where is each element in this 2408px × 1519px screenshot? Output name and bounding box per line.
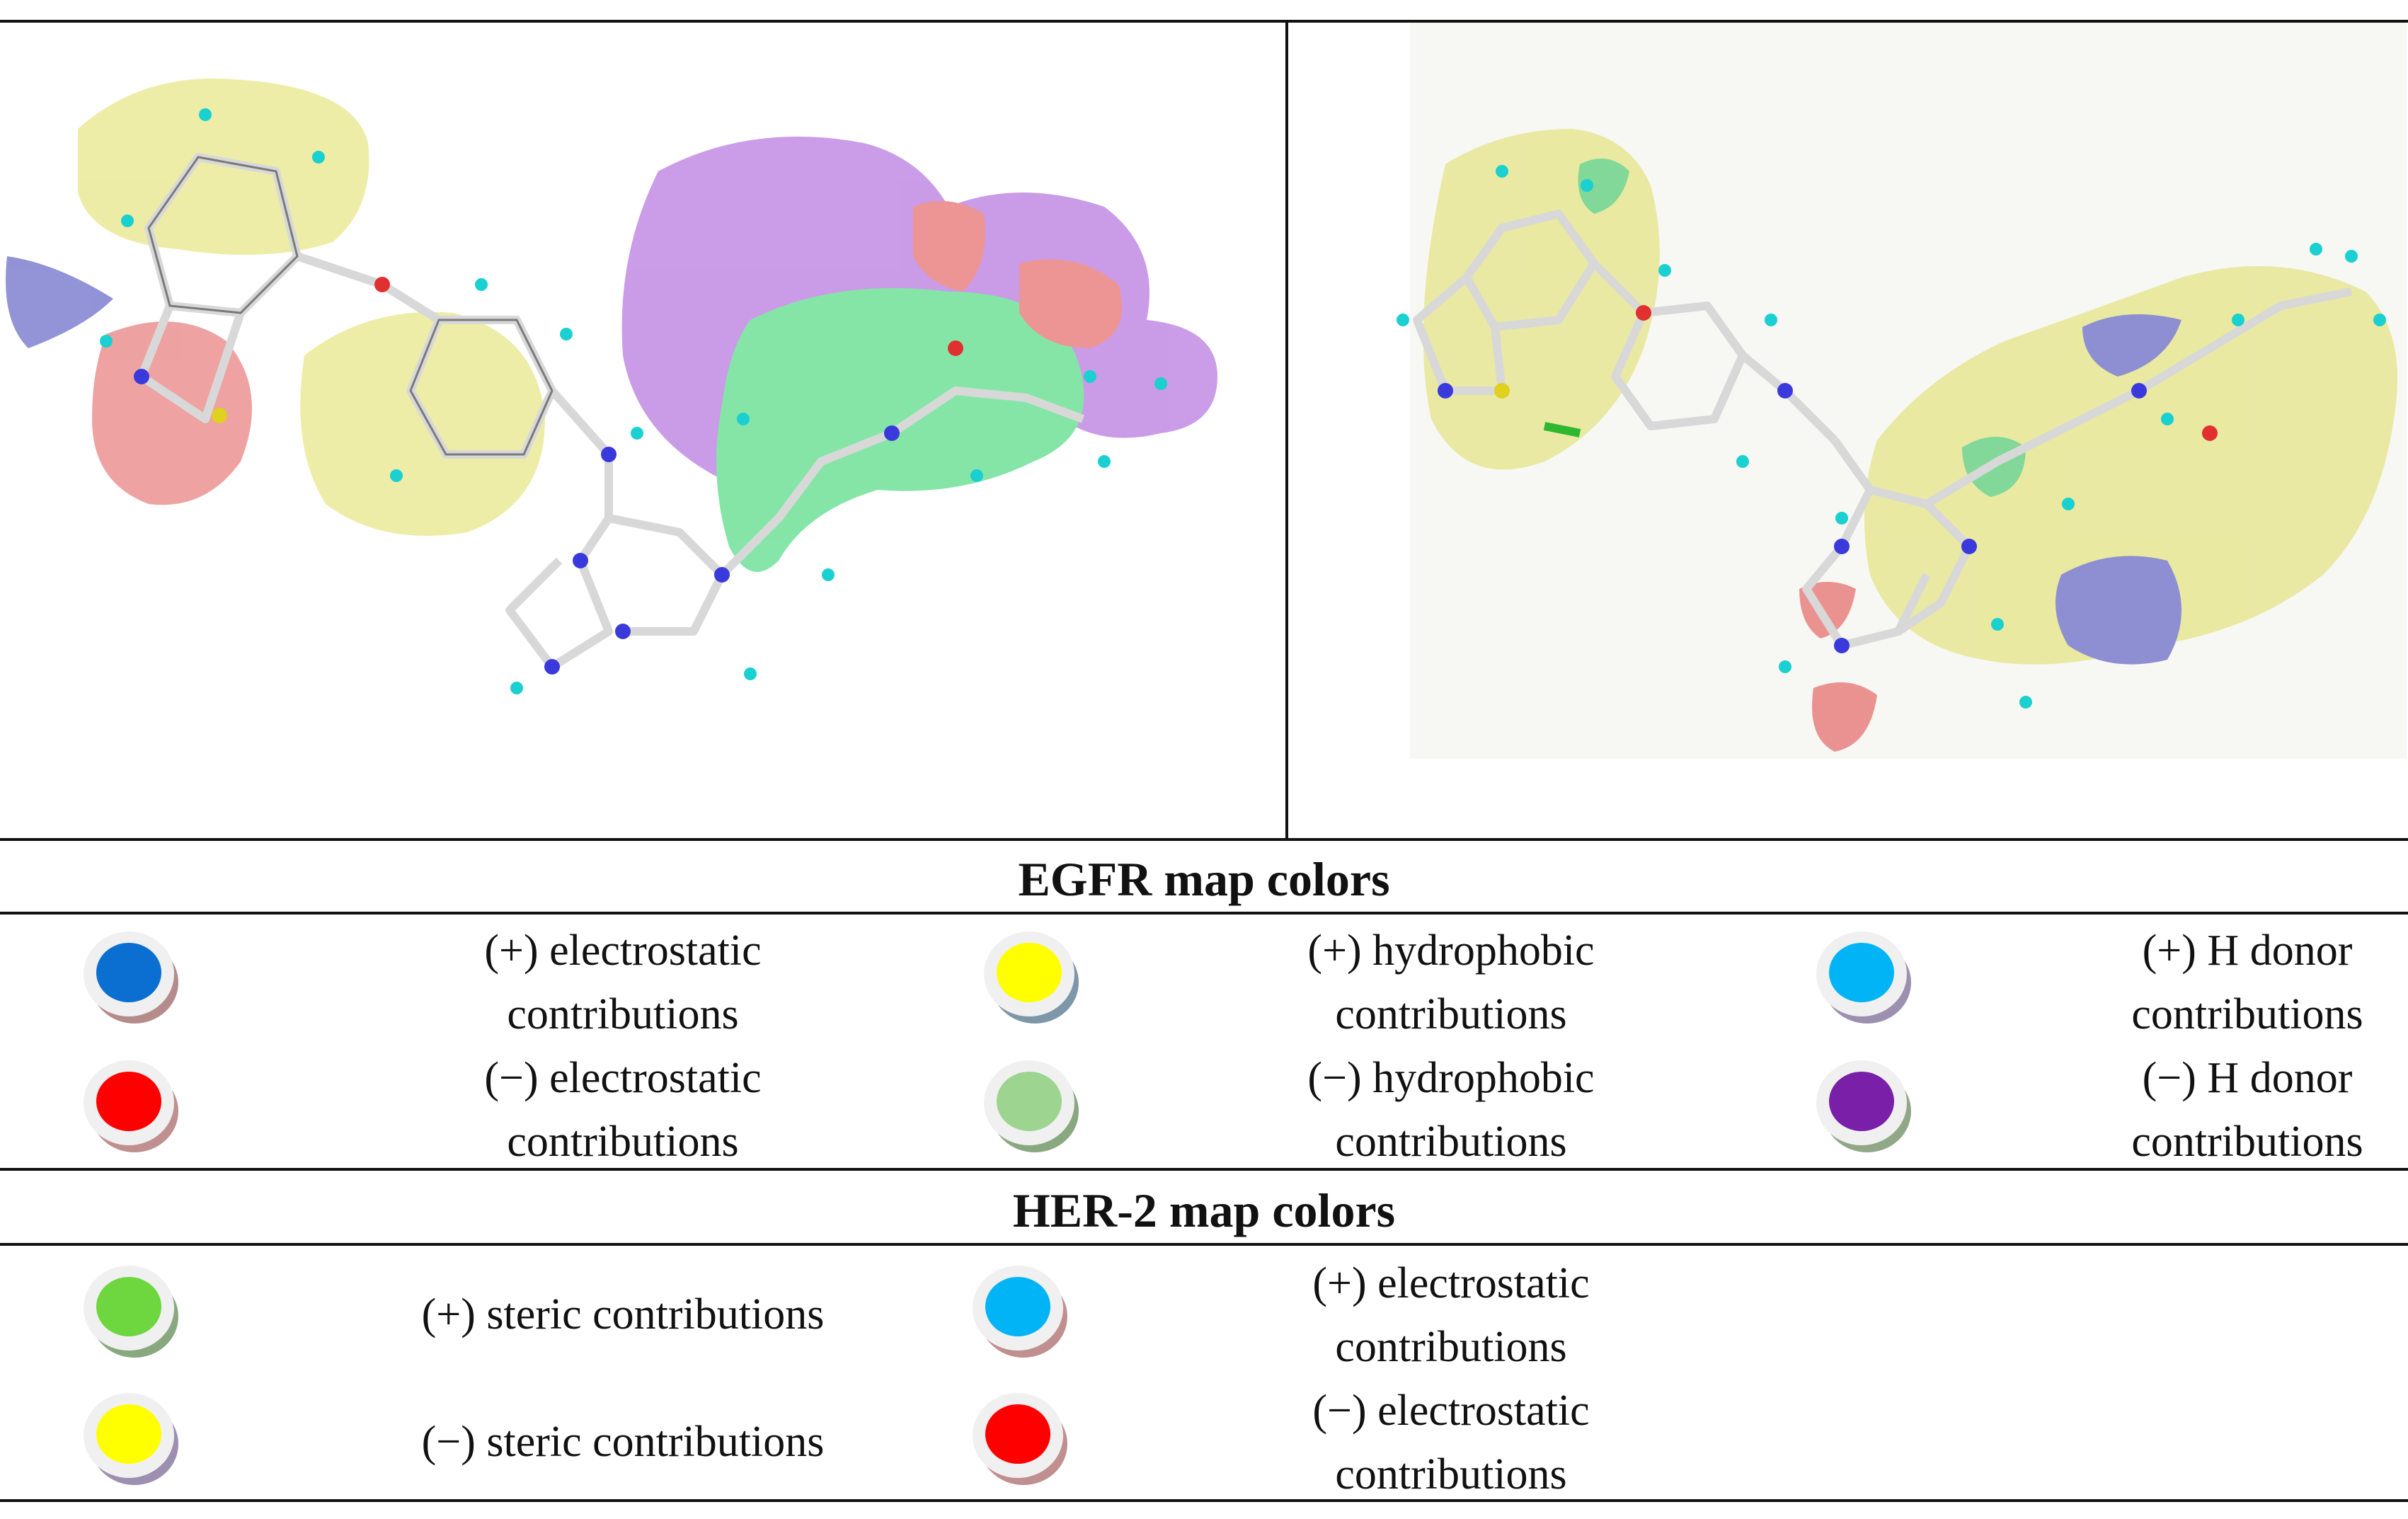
egfr-neg-h-donor-label: (−) H donor contributions xyxy=(2131,1054,2363,1166)
her2-pos-electrostatic-label: (+) electrostatic contributions xyxy=(1312,1259,1590,1371)
her2-neg-electrostatic-label: (−) electrostatic contributions xyxy=(1312,1387,1590,1498)
egfr-pos-hydrophobic-label: (+) hydrophobic contributions xyxy=(1307,927,1595,1038)
egfr-pos-h-donor-swatch xyxy=(1816,932,1911,1024)
egfr-neg-hydrophobic-label: (−) hydrophobic contributions xyxy=(1307,1054,1595,1166)
her2-neg-steric-label: (−) steric contributions xyxy=(421,1418,825,1466)
her2-neg-steric-swatch xyxy=(84,1393,178,1485)
egfr-neg-hydrophobic-swatch xyxy=(984,1060,1079,1152)
egfr-pos-h-donor-label: (+) H donor contributions xyxy=(2131,927,2363,1038)
egfr-neg-electrostatic-swatch xyxy=(84,1060,178,1152)
her2-contour-map xyxy=(1290,23,2407,837)
her2-pos-electrostatic-swatch xyxy=(973,1266,1067,1358)
egfr-neg-electrostatic-label: (−) electrostatic contributions xyxy=(484,1054,762,1166)
rule-under-egfr-title xyxy=(0,912,2408,915)
her2-section-title: HER-2 map colors xyxy=(1012,1183,1396,1237)
egfr-section-title: EGFR map colors xyxy=(1018,852,1390,906)
rule-under-images xyxy=(0,838,2408,841)
top-rule xyxy=(0,20,2408,23)
egfr-pos-electrostatic-label: (+) electrostatic contributions xyxy=(484,927,762,1038)
egfr-contour-map xyxy=(0,23,1284,837)
egfr-pos-electrostatic-swatch xyxy=(84,932,178,1024)
her2-pos-steric-swatch xyxy=(84,1266,178,1358)
panel-divider xyxy=(1285,20,1288,839)
her2-pos-steric-label: (+) steric contributions xyxy=(421,1290,825,1339)
her2-neg-electrostatic-swatch xyxy=(973,1393,1067,1485)
bottom-rule xyxy=(0,1499,2408,1502)
egfr-pos-hydrophobic-swatch xyxy=(984,932,1079,1024)
egfr-neg-h-donor-swatch xyxy=(1816,1060,1911,1152)
rule-under-egfr-items xyxy=(0,1168,2408,1171)
rule-under-her2-title xyxy=(0,1243,2408,1246)
